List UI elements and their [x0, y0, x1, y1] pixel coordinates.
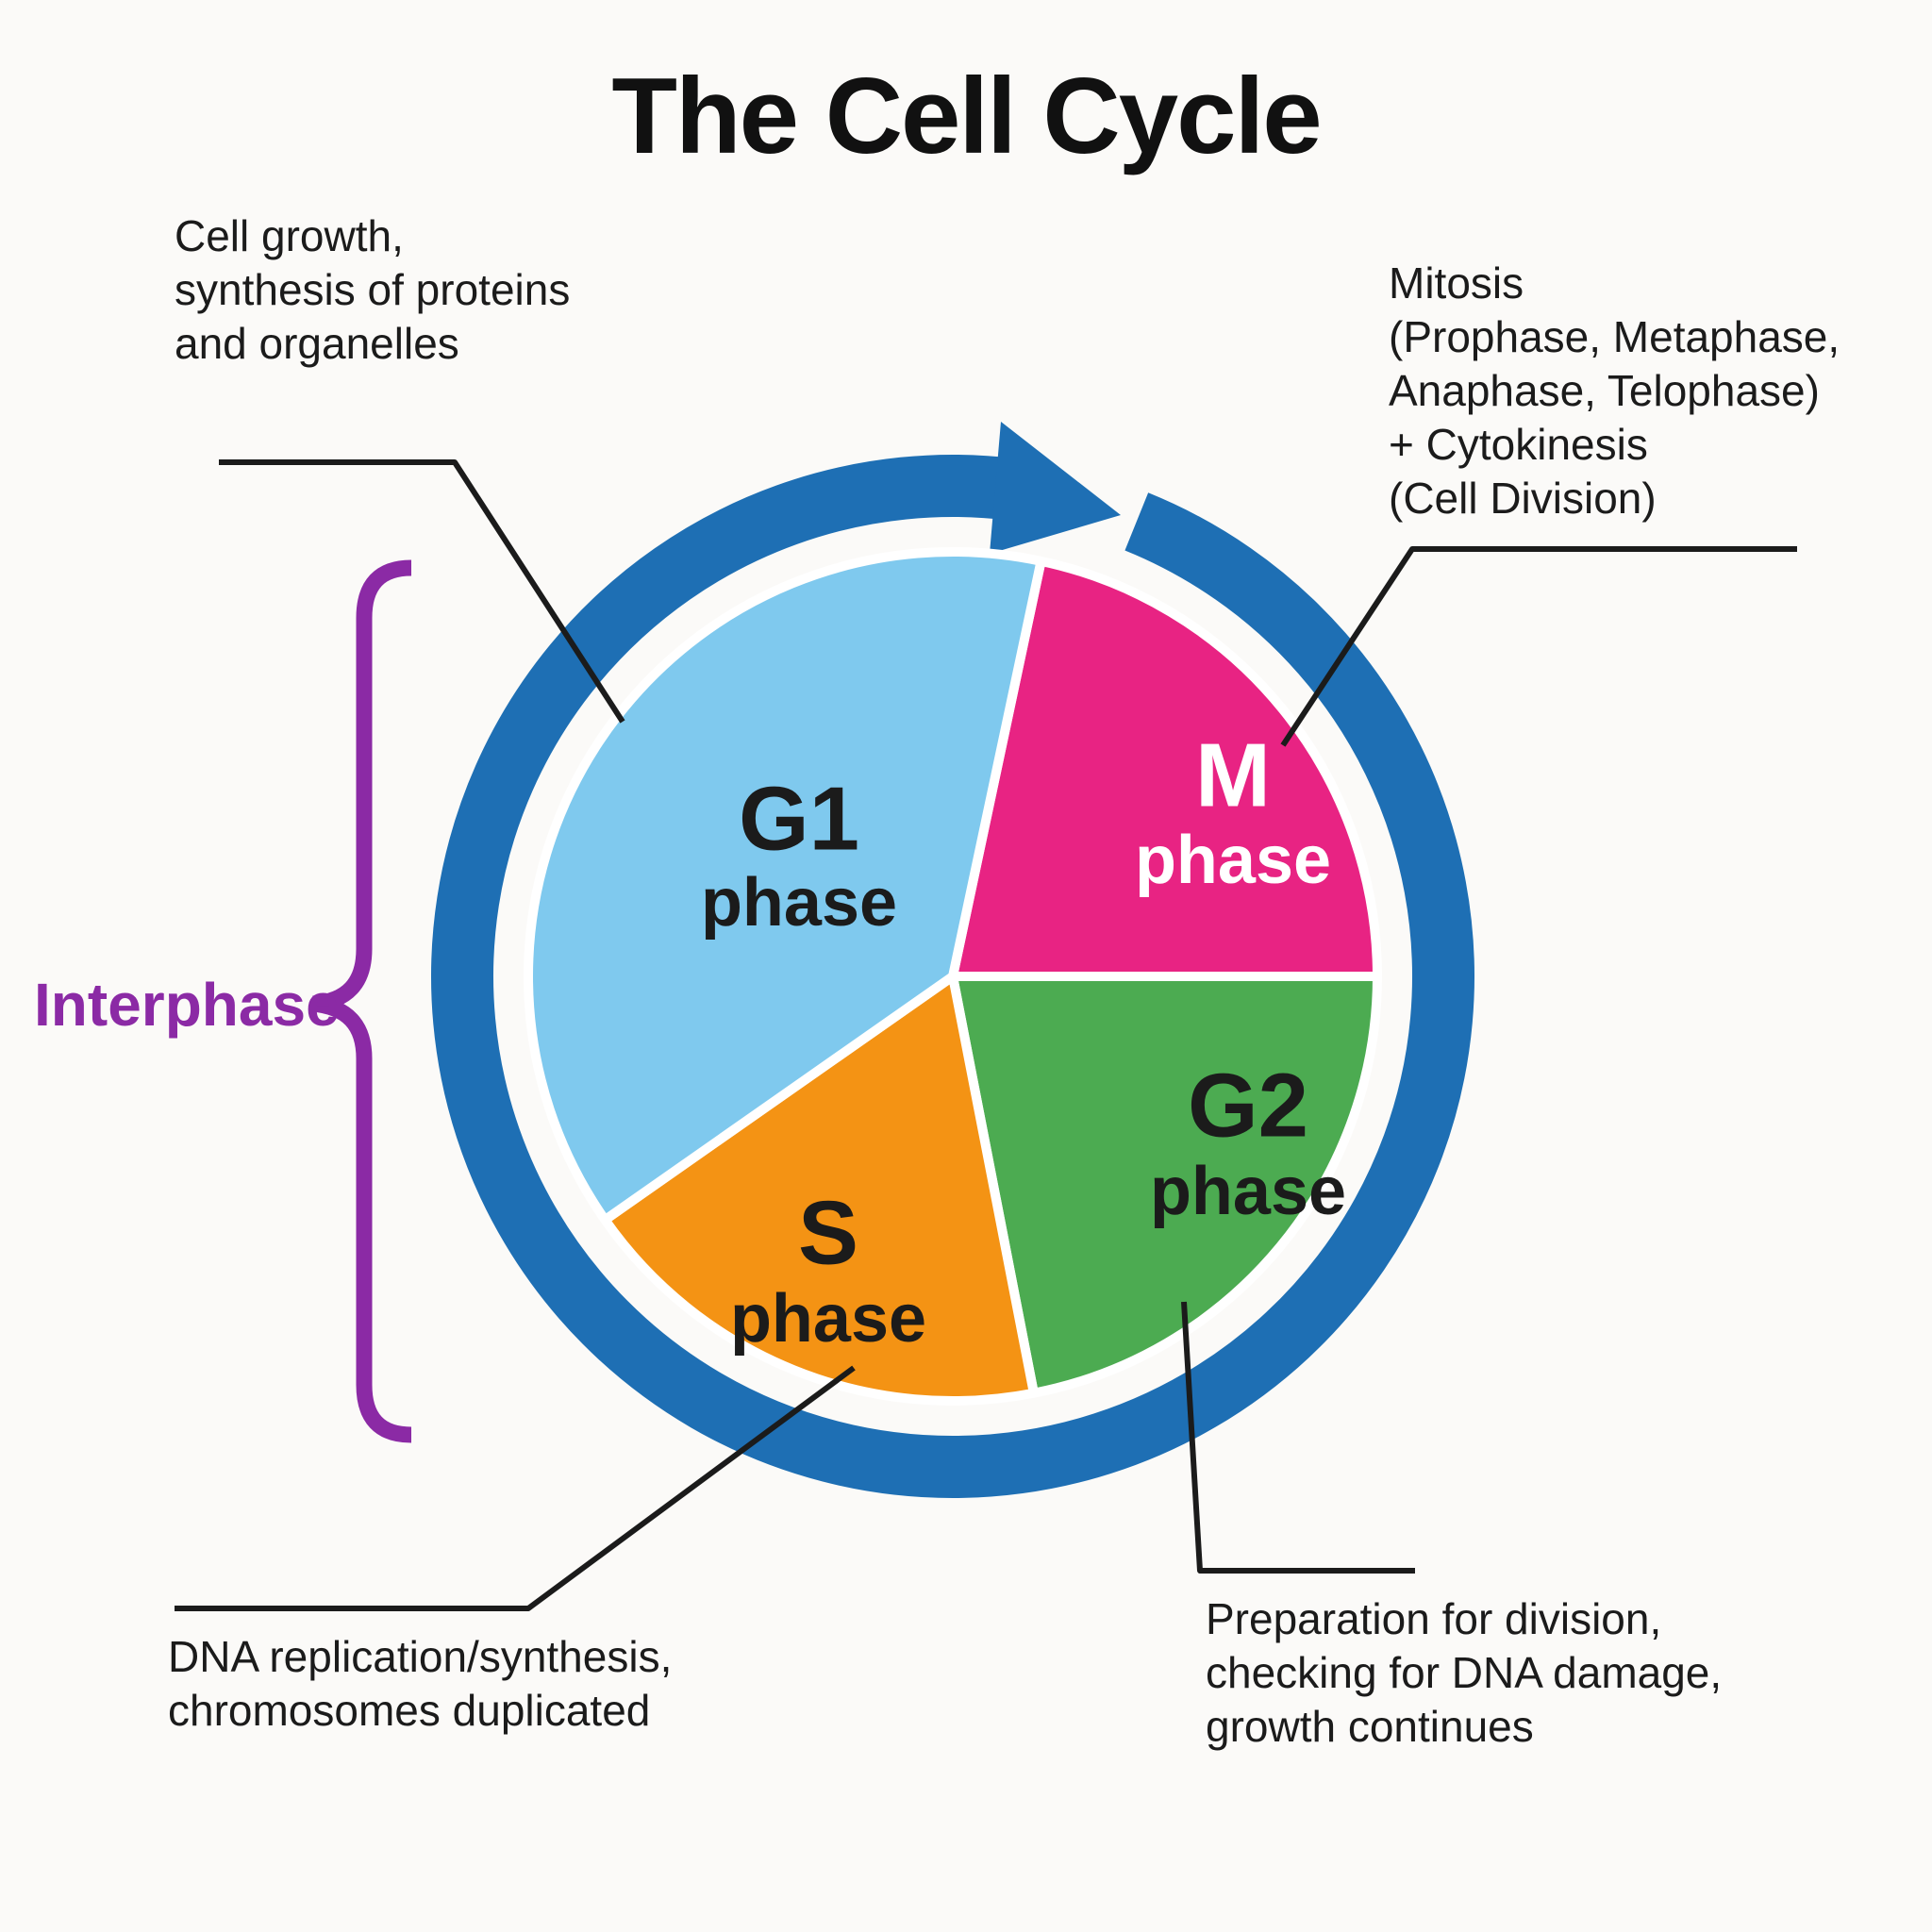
leader-line-g1 — [219, 459, 625, 724]
slice-sublabel-g1: phase — [701, 865, 897, 941]
page-title: The Cell Cycle — [611, 57, 1322, 176]
leader-line-m — [1280, 546, 1797, 747]
annotation-line: checking for DNA damage, — [1206, 1648, 1723, 1697]
annotation-line: + Cytokinesis — [1389, 420, 1648, 469]
annotation-line: (Prophase, Metaphase, — [1389, 312, 1840, 361]
slice-sublabel-m: phase — [1135, 823, 1331, 898]
pie-slice-m — [948, 556, 1382, 981]
annotation-g2-preparation: Preparation for division, checking for D… — [1206, 1592, 1722, 1754]
annotation-line: Preparation for division, — [1206, 1594, 1662, 1643]
annotation-line: (Cell Division) — [1389, 474, 1657, 523]
interphase-brace — [311, 559, 412, 1443]
annotation-line: and organelles — [175, 319, 459, 368]
slice-label-g2: G2 — [1188, 1056, 1308, 1157]
cycle-arrowhead-icon — [990, 422, 1121, 554]
leader-line-g2 — [1181, 1301, 1415, 1574]
annotation-g1-cell-growth: Cell growth, synthesis of proteins and o… — [175, 209, 570, 371]
annotation-s-dna-replication: DNA replication/synthesis, chromosomes d… — [168, 1630, 672, 1738]
slice-sublabel-g2: phase — [1150, 1154, 1346, 1229]
annotation-line: synthesis of proteins — [175, 265, 571, 314]
slice-label-g1: G1 — [739, 769, 859, 870]
annotation-line: growth continues — [1206, 1702, 1534, 1751]
leader-line-s — [175, 1365, 856, 1611]
pie-slice-s — [600, 972, 1039, 1406]
interphase-label: Interphase — [34, 971, 340, 1039]
pie-slice-g2 — [948, 972, 1382, 1398]
slice-label-m: M — [1195, 725, 1271, 826]
annotation-m-mitosis: Mitosis (Prophase, Metaphase, Anaphase, … — [1389, 257, 1840, 525]
annotation-line: Anaphase, Telophase) — [1389, 366, 1820, 415]
annotation-line: DNA replication/synthesis, — [168, 1632, 673, 1681]
annotation-line: Mitosis — [1389, 258, 1524, 308]
annotation-line: chromosomes duplicated — [168, 1686, 651, 1735]
slice-label-s: S — [798, 1183, 858, 1284]
pie-slice-g1 — [524, 547, 1046, 1225]
slice-sublabel-s: phase — [730, 1281, 926, 1357]
annotation-line: Cell growth, — [175, 211, 404, 260]
